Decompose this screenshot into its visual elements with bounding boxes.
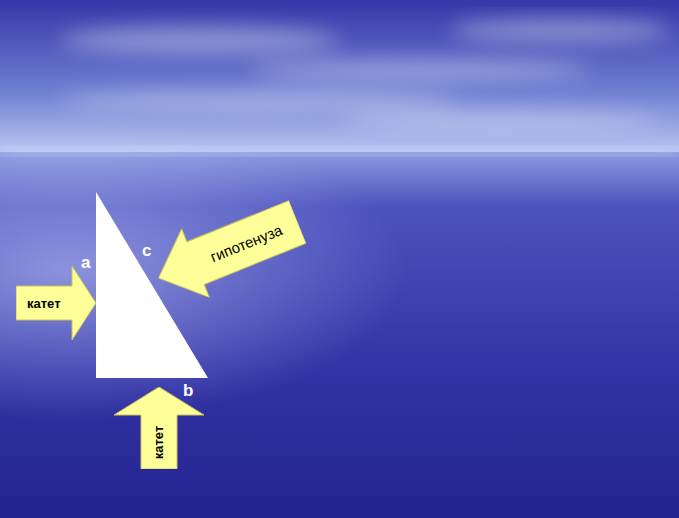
arrow-shape: [16, 266, 96, 340]
callout-text: катет: [152, 425, 165, 459]
side-letter: a: [81, 254, 90, 271]
side-letter: b: [183, 382, 193, 399]
callout-arrow: катет: [16, 266, 96, 340]
arrow-shape: [144, 187, 311, 312]
arrow-shape: [114, 387, 204, 469]
side-letter: c: [142, 242, 151, 259]
callout-arrow: катет: [114, 387, 204, 469]
callout-text: катет: [27, 297, 61, 310]
